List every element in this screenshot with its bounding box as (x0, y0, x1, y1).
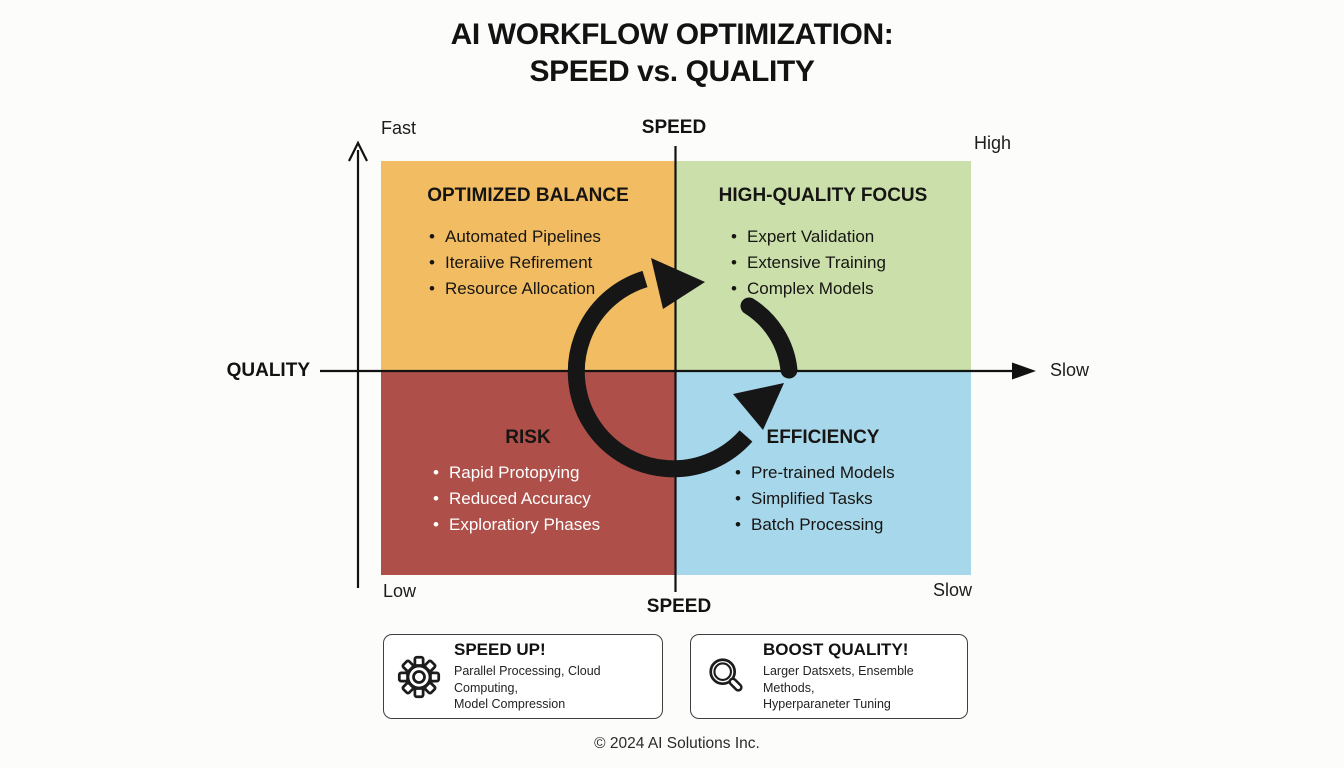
bullet-item: Rapid Protopying (433, 460, 675, 486)
page-title: AI WORKFLOW OPTIMIZATION: SPEED vs. QUAL… (0, 16, 1344, 90)
bullet-item: Batch Processing (735, 512, 971, 538)
quadrant-efficiency: EFFICIENCY Pre-trained Models Simplified… (675, 371, 971, 575)
title-line-1: AI WORKFLOW OPTIMIZATION: (450, 18, 894, 51)
bullet-item: Exploratiory Phases (433, 512, 675, 538)
callout-description: Larger Datsxets, Ensemble Methods, Hyper… (763, 664, 914, 712)
bullet-item: Resource Allocation (429, 276, 675, 302)
callout-boost-quality: BOOST QUALITY! Larger Datsxets, Ensemble… (690, 634, 968, 719)
bullet-item: Simplified Tasks (735, 486, 971, 512)
tick-low: Low (383, 581, 417, 601)
tick-slow-bottom: Slow (933, 580, 973, 600)
callout-title: BOOST QUALITY! (763, 640, 909, 660)
quadrant-bullet-list: Expert Validation Extensive Training Com… (731, 224, 971, 302)
tick-high: High (974, 133, 1012, 153)
quadrant-bullet-list: Rapid Protopying Reduced Accuracy Explor… (433, 460, 675, 538)
callout-speed-up: SPEED UP! Parallel Processing, Cloud Com… (383, 634, 663, 719)
copyright-text: © 2024 AI Solutions Inc. (594, 735, 760, 752)
quadrant-bullet-list: Automated Pipelines Iteraiive Refirement… (429, 224, 675, 302)
vertical-speed-axis (348, 140, 368, 588)
quadrant-bullet-list: Pre-trained Models Simplified Tasks Batc… (735, 460, 971, 538)
magnifier-icon (704, 654, 750, 700)
bullet-item: Automated Pipelines (429, 224, 675, 250)
bullet-item: Complex Models (731, 276, 971, 302)
callout-description: Parallel Processing, Cloud Computing, Mo… (454, 664, 601, 712)
gear-icon (397, 655, 441, 699)
tick-slow-right: Slow (1050, 360, 1090, 380)
right-arrowhead-icon (1012, 362, 1036, 380)
bullet-item: Reduced Accuracy (433, 486, 675, 512)
bullet-item: Pre-trained Models (735, 460, 971, 486)
quadrant-title: OPTIMIZED BALANCE (427, 185, 629, 206)
tick-fast: Fast (381, 118, 417, 138)
bullet-item: Extensive Training (731, 250, 971, 276)
callout-title: SPEED UP! (454, 640, 546, 660)
quadrant-title: RISK (505, 427, 551, 448)
quadrant-title: EFFICIENCY (766, 427, 880, 448)
speed-axis-label-bottom: SPEED (646, 596, 712, 617)
up-arrowhead-icon (348, 140, 368, 162)
quadrant-high-quality-focus: HIGH-QUALITY FOCUS Expert Validation Ext… (675, 161, 971, 371)
bullet-item: Iteraiive Refirement (429, 250, 675, 276)
bullet-item: Expert Validation (731, 224, 971, 250)
quadrant-title: HIGH-QUALITY FOCUS (718, 185, 928, 206)
quadrant-risk: RISK Rapid Protopying Reduced Accuracy E… (381, 371, 675, 575)
title-line-2: SPEED vs. QUALITY (529, 55, 815, 88)
quality-axis-label: QUALITY (226, 360, 310, 381)
speed-axis-label-top: SPEED (641, 117, 707, 138)
quadrant-optimized-balance: OPTIMIZED BALANCE Automated Pipelines It… (381, 161, 675, 371)
